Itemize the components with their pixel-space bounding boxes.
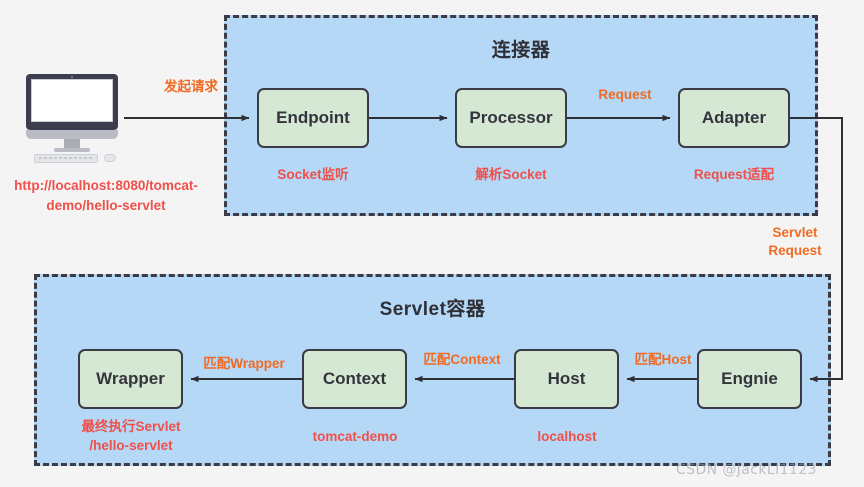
caption-host: localhost bbox=[537, 429, 597, 444]
monitor-stand-neck bbox=[64, 139, 80, 150]
mouse-icon bbox=[104, 154, 116, 162]
node-processor-label: Processor bbox=[469, 108, 553, 127]
node-wrapper[interactable]: Wrapper bbox=[78, 349, 183, 409]
node-context[interactable]: Context bbox=[302, 349, 407, 409]
caption-processor: 解析Socket bbox=[475, 167, 547, 182]
caption-context: tomcat-demo bbox=[312, 429, 398, 444]
zone-servlet-container-title: Servlet容器 bbox=[379, 299, 486, 320]
node-host[interactable]: Host bbox=[514, 349, 619, 409]
zone-connector-title: 连接器 bbox=[491, 40, 551, 61]
monitor-chin bbox=[26, 130, 118, 139]
edge-label-host-to-context: 匹配Context bbox=[423, 352, 501, 367]
monitor-stand-base bbox=[54, 148, 90, 152]
edge-label-adapter-to-engnie: Servlet Request bbox=[768, 225, 822, 259]
node-engnie[interactable]: Engnie bbox=[697, 349, 802, 409]
keyboard-icon bbox=[34, 154, 98, 163]
monitor-camera-dot bbox=[71, 76, 73, 78]
edge-label-client-to-endpoint: 发起请求 bbox=[164, 79, 218, 94]
watermark: CSDN @JackLI1123 bbox=[676, 462, 817, 478]
edge-label-context-to-wrapper: 匹配Wrapper bbox=[203, 356, 285, 371]
edge-label-processor-to-adapter: Request bbox=[598, 87, 652, 102]
caption-endpoint: Socket监听 bbox=[277, 167, 349, 182]
node-host-label: Host bbox=[547, 369, 586, 388]
node-wrapper-label: Wrapper bbox=[96, 369, 165, 388]
client-url-label: http://localhost:8080/tomcat-demo/hello-… bbox=[14, 178, 198, 213]
caption-adapter: Request适配 bbox=[693, 167, 775, 182]
node-endpoint[interactable]: Endpoint bbox=[257, 88, 369, 148]
desktop-computer-icon bbox=[20, 74, 124, 166]
node-context-label: Context bbox=[322, 369, 387, 388]
node-adapter-label: Adapter bbox=[701, 108, 767, 127]
caption-wrapper: 最终执行Servlet /hello-servlet bbox=[81, 419, 181, 454]
node-engnie-label: Engnie bbox=[721, 369, 778, 388]
node-processor[interactable]: Processor bbox=[455, 88, 567, 148]
edge-label-engnie-to-host: 匹配Host bbox=[634, 352, 692, 367]
node-adapter[interactable]: Adapter bbox=[678, 88, 790, 148]
node-endpoint-label: Endpoint bbox=[276, 108, 350, 127]
monitor-screen bbox=[31, 79, 113, 122]
